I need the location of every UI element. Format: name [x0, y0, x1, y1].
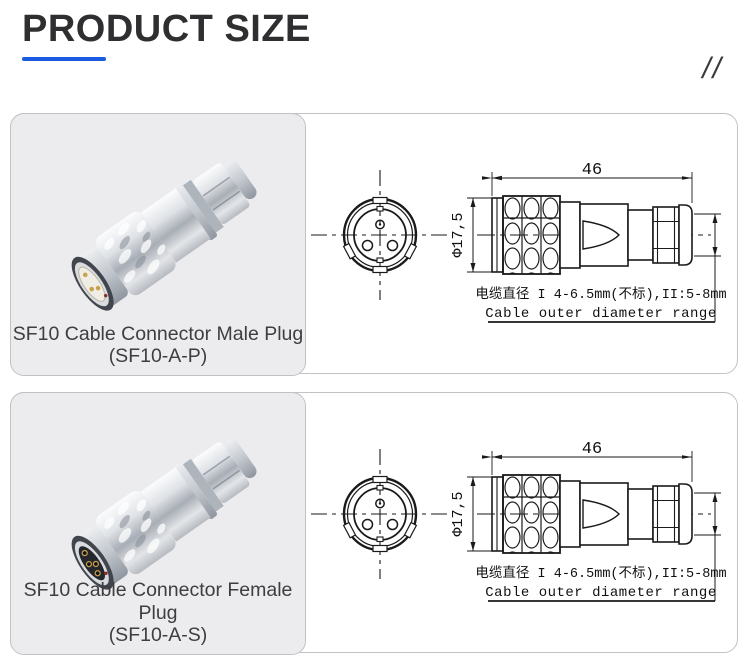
female-connector-photo: [71, 425, 268, 593]
product-section-female: SF10 Cable Connector Female Plug (SF10-A…: [10, 392, 738, 655]
male-connector-photo: [71, 146, 268, 314]
page-title: PRODUCT SIZE: [22, 8, 311, 50]
length-dimension-label: 46: [582, 161, 602, 180]
cable-note-english: Cable outer diameter range: [485, 306, 716, 322]
decorative-slashes: //: [702, 52, 723, 85]
product-caption-male: SF10 Cable Connector Male Plug (SF10-A-P…: [11, 323, 305, 368]
caption-line2: (SF10-A-S): [108, 624, 208, 647]
product-section-male: SF10 Cable Connector Male Plug (SF10-A-P…: [10, 113, 738, 376]
caption-line1: SF10 Cable Connector Male Plug: [12, 322, 304, 345]
technical-drawing-female: 46 Φ17,5 电缆直径 I 4-6.5mm(不标),II:5-8mm Cab…: [11, 440, 727, 654]
caption-line2: (SF10-A-P): [108, 345, 208, 368]
title-accent-underline: [22, 57, 106, 61]
product-photo-card-male: SF10 Cable Connector Male Plug (SF10-A-P…: [10, 113, 306, 376]
caption-line1: SF10 Cable Connector Female Plug: [23, 579, 293, 624]
cable-note-english: Cable outer diameter range: [485, 585, 716, 601]
product-photo-card-female: SF10 Cable Connector Female Plug (SF10-A…: [10, 392, 306, 655]
product-caption-female: SF10 Cable Connector Female Plug (SF10-A…: [11, 579, 305, 647]
technical-drawing-male: 46 Φ17,5 电缆直径 I 4-6.5mm(不标),II:5-8mm Cab…: [11, 161, 727, 375]
diameter-dimension-label: Φ17,5: [450, 491, 467, 536]
cable-note-chinese: 电缆直径 I 4-6.5mm(不标),II:5-8mm: [475, 286, 726, 303]
cable-note-chinese: 电缆直径 I 4-6.5mm(不标),II:5-8mm: [475, 565, 726, 582]
length-dimension-label: 46: [582, 440, 602, 459]
diameter-dimension-label: Φ17,5: [450, 212, 467, 257]
